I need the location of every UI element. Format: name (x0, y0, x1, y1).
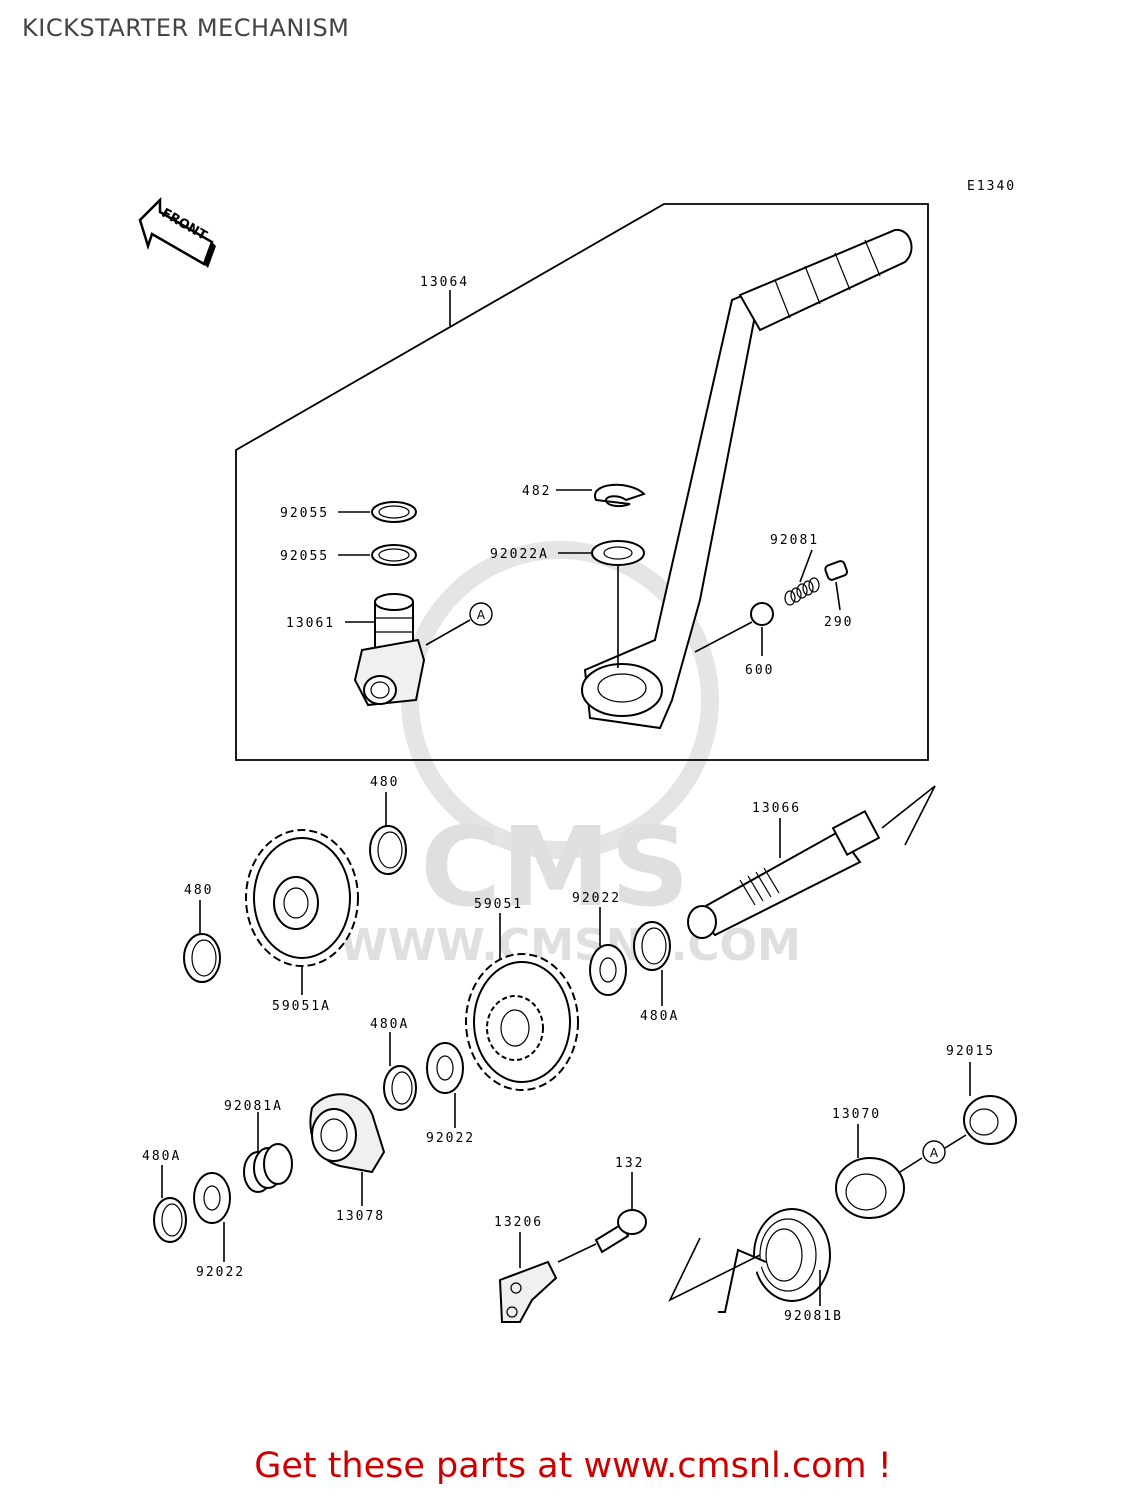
snap-ring-480-left (183, 933, 221, 983)
diagram-code: E1340 (967, 179, 1016, 194)
label-92022-lower: 92022 (196, 1265, 245, 1280)
leader-lines (161, 290, 971, 1306)
snap-ring-480-upper (369, 825, 407, 875)
label-92081: 92081 (770, 533, 819, 548)
label-132: 132 (615, 1156, 644, 1171)
washer-92022-lower (193, 1172, 231, 1224)
washer-92022-right (589, 944, 627, 996)
label-92022-middle: 92022 (426, 1131, 475, 1146)
front-arrow: FRONT (138, 196, 216, 268)
circlip-482 (594, 483, 646, 508)
label-290: 290 (824, 615, 853, 630)
label-13078: 13078 (336, 1209, 385, 1224)
label-13064: 13064 (420, 275, 469, 290)
label-59051a: 59051A (272, 999, 331, 1014)
callout-labels: 13064 482 92055 92055 92022A 92081 13061… (142, 275, 995, 1324)
snap-ring-480a-middle (383, 1065, 417, 1111)
label-13070: 13070 (832, 1107, 881, 1122)
o-ring-92055-lower (371, 544, 417, 566)
washer-92022a (591, 540, 645, 566)
kick-shaft-13066 (687, 809, 881, 939)
ref-mark-a-lower: A (922, 1140, 946, 1164)
label-59051: 59051 (474, 897, 523, 912)
spring-92081a (243, 1143, 293, 1193)
label-13066: 13066 (752, 801, 801, 816)
bolt-132 (594, 1209, 647, 1254)
o-ring-92055-upper (371, 501, 417, 523)
label-13206: 13206 (494, 1215, 543, 1230)
label-480-upper: 480 (370, 775, 399, 790)
ball-600 (750, 602, 774, 626)
svg-text:A: A (930, 1146, 939, 1160)
label-92022a: 92022A (490, 547, 549, 562)
label-480a-middle: 480A (370, 1017, 409, 1032)
label-600: 600 (745, 663, 774, 678)
snap-ring-480a-lower (153, 1197, 187, 1243)
pin-290 (824, 560, 849, 581)
label-92055-upper: 92055 (280, 506, 329, 521)
label-482: 482 (522, 484, 551, 499)
assembly-outline (235, 203, 929, 761)
label-13061: 13061 (286, 616, 335, 631)
footer-link[interactable]: Get these parts at www.cmsnl.com ! (254, 1446, 892, 1486)
washer-92022-middle (426, 1042, 464, 1094)
snap-ring-480a-right (633, 921, 671, 971)
label-480a-lower: 480A (142, 1149, 181, 1164)
gear-59051 (465, 953, 579, 1091)
label-480-left: 480 (184, 883, 213, 898)
label-92055-lower: 92055 (280, 549, 329, 564)
collar-13070 (835, 1157, 905, 1219)
label-92015: 92015 (946, 1044, 995, 1059)
gear-59051a (245, 829, 359, 967)
shaft-13061 (353, 593, 426, 707)
label-480a-right: 480A (640, 1009, 679, 1024)
plate-13206 (498, 1260, 558, 1323)
ratchet-13078 (309, 1093, 386, 1174)
ref-mark-a-upper: A (469, 602, 493, 626)
kick-lever (581, 228, 913, 730)
label-92022-right: 92022 (572, 891, 621, 906)
label-92081a: 92081A (224, 1099, 283, 1114)
svg-text:A: A (477, 608, 486, 622)
watermark-brand: CMS (420, 803, 689, 931)
spring-92081b (718, 1208, 831, 1313)
page-title: KICKSTARTER MECHANISM (22, 14, 350, 42)
label-92081b: 92081B (784, 1309, 843, 1324)
nut-92015 (963, 1095, 1017, 1145)
spring-92081 (784, 577, 820, 606)
